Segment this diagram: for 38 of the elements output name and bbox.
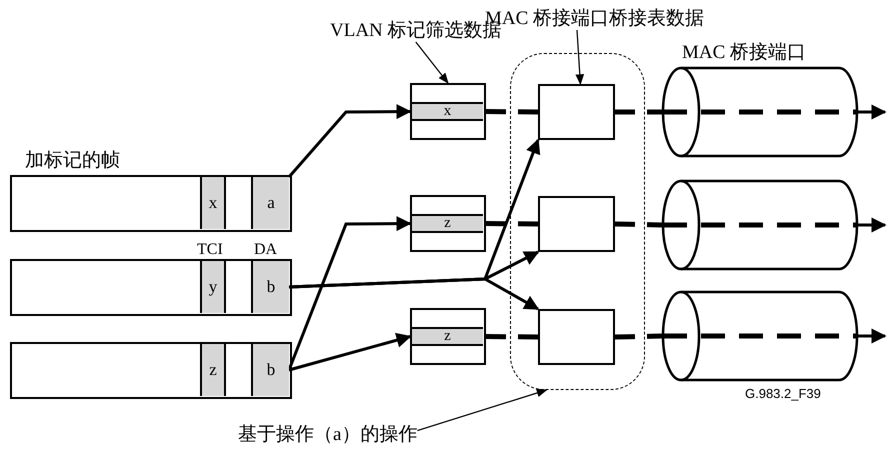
- filter-table: [410, 195, 486, 252]
- figure-id: G.983.2_F39: [745, 385, 821, 403]
- port-label: MAC 桥接端口: [682, 42, 806, 64]
- shaded-row: z: [412, 327, 483, 346]
- arrow: [858, 328, 886, 344]
- frame-bar: [10, 175, 292, 232]
- dashed-line: [615, 110, 662, 114]
- arrow: [858, 104, 886, 120]
- frame-field: b: [251, 344, 289, 396]
- field-label: TCI: [197, 240, 223, 260]
- frame-field: x: [200, 177, 226, 229]
- callout-text: 基于操作（a）的操作: [238, 424, 418, 446]
- field-label: DA: [254, 240, 278, 260]
- heading: 加标记的帧: [25, 150, 120, 172]
- dashed-line: [614, 334, 662, 340]
- filter-table: [410, 83, 486, 140]
- bridge-table-box: [538, 84, 615, 140]
- bridge-table-box: [538, 196, 615, 252]
- frame-bar: [10, 259, 292, 316]
- shaded-row: z: [412, 214, 483, 233]
- leader-line: [417, 388, 548, 432]
- leader-line: [415, 42, 449, 84]
- frame-field: z: [200, 344, 226, 396]
- frame-field: b: [251, 261, 289, 313]
- arrow: [288, 104, 412, 178]
- bridge-table-box: [538, 309, 615, 365]
- shaded-row: x: [412, 102, 483, 121]
- dashed-line: [486, 334, 538, 340]
- leader-line: [575, 30, 584, 86]
- dashed-line: [614, 222, 662, 228]
- dashed-line: [486, 221, 538, 226]
- filter-table: [410, 308, 486, 365]
- dashed-region: [510, 53, 645, 390]
- dashed-line: [486, 109, 538, 114]
- frame-field: a: [251, 177, 289, 229]
- arrow: [858, 218, 886, 232]
- frame-bar: [10, 342, 292, 399]
- frame-field: y: [200, 261, 226, 313]
